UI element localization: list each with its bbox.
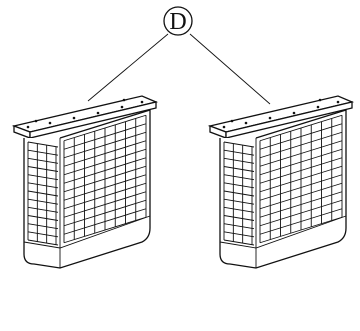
mesh-wire-horizontal	[223, 157, 255, 164]
bolt-hole	[122, 98, 126, 102]
mesh-wire-horizontal	[223, 223, 255, 230]
mesh-wire-horizontal	[223, 149, 255, 156]
mesh-wire-horizontal	[223, 206, 255, 213]
mesh-wire-horizontal	[27, 239, 59, 246]
right-unit	[207, 95, 355, 269]
mesh-wire-horizontal	[259, 208, 343, 235]
mesh-wire-horizontal	[63, 191, 147, 218]
mesh-wire-horizontal	[63, 114, 147, 142]
callout-circle	[163, 6, 193, 36]
bolt-hole	[26, 125, 30, 129]
mesh-wire-horizontal	[27, 223, 59, 230]
mesh-wire-horizontal	[27, 182, 59, 189]
mesh-wire-horizontal	[63, 208, 147, 235]
bolt-hole	[318, 98, 322, 102]
mesh-wire-horizontal	[63, 157, 147, 184]
mesh-wire-horizontal	[259, 148, 343, 176]
mesh-wire-horizontal	[223, 215, 255, 221]
mesh-wire-horizontal	[63, 123, 147, 150]
mesh-wire-horizontal	[223, 174, 255, 181]
mesh-wire-horizontal	[259, 174, 343, 201]
left-unit	[11, 95, 159, 269]
mesh-wire-horizontal	[27, 215, 59, 221]
mesh-wire-horizontal	[27, 206, 59, 213]
bolt-hole	[244, 121, 248, 125]
mesh-wire-horizontal	[259, 157, 343, 184]
mesh-wire-horizontal	[27, 231, 59, 238]
mesh-wire-horizontal	[259, 140, 343, 167]
mesh-wire-horizontal	[223, 231, 255, 238]
bolt-hole	[34, 119, 38, 123]
mesh-wire-horizontal	[27, 174, 59, 181]
mesh-wire-horizontal	[259, 114, 343, 142]
bolt-hole	[120, 105, 124, 109]
mesh-wire-horizontal	[259, 131, 343, 159]
leader-line-left	[87, 33, 169, 102]
mesh-wire-horizontal	[63, 174, 147, 201]
mesh-wire-horizontal	[27, 149, 59, 156]
bolt-hole	[72, 116, 76, 120]
mesh-wire-horizontal	[63, 165, 147, 193]
mesh-wire-horizontal	[259, 216, 343, 244]
mesh-wire-horizontal	[259, 191, 343, 218]
leader-line-right	[189, 33, 271, 105]
mesh-wire-horizontal	[223, 190, 255, 197]
mesh-wire-horizontal	[223, 166, 255, 172]
mesh-wire-horizontal	[223, 182, 255, 189]
mesh-wire-horizontal	[63, 182, 147, 210]
top-plate-side	[29, 101, 157, 139]
bolt-hole	[96, 111, 100, 115]
mesh-wire-horizontal	[27, 198, 59, 205]
bolt-hole	[316, 105, 320, 109]
mesh-wire-horizontal	[259, 165, 343, 193]
bolt-hole	[222, 125, 226, 129]
mesh-wire-horizontal	[223, 198, 255, 205]
mesh-wire-horizontal	[27, 157, 59, 164]
bolt-hole	[140, 100, 144, 104]
bolt-hole	[268, 116, 272, 120]
mesh-wire-horizontal	[63, 148, 147, 176]
mesh-wire-horizontal	[27, 166, 59, 172]
mesh-wire-horizontal	[223, 239, 255, 246]
callout-label: D	[163, 6, 193, 36]
mesh-wire-horizontal	[63, 199, 147, 227]
base-band	[23, 215, 151, 249]
mesh-wire-horizontal	[63, 216, 147, 244]
mesh-wire-horizontal	[63, 131, 147, 159]
mesh-wire-horizontal	[259, 123, 343, 150]
mesh-wire-horizontal	[27, 141, 59, 148]
mesh-wire-horizontal	[259, 182, 343, 210]
callout-text: D	[169, 9, 186, 35]
bolt-hole	[292, 111, 296, 115]
top-plate-side	[225, 101, 353, 139]
mesh-wire-horizontal	[27, 190, 59, 197]
bolt-hole	[230, 119, 234, 123]
base-band	[219, 215, 347, 249]
bolt-hole	[48, 121, 52, 125]
mesh-wire-horizontal	[259, 199, 343, 227]
mesh-wire-horizontal	[63, 140, 147, 167]
mesh-wire-horizontal	[223, 141, 255, 148]
bolt-hole	[336, 100, 340, 104]
